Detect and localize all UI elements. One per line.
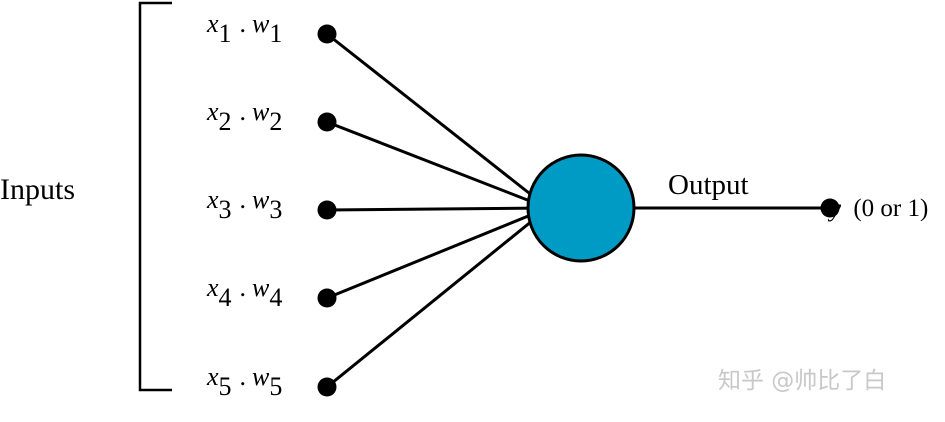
input-x: x (206, 185, 219, 214)
input-node-4 (317, 288, 337, 308)
connection-line-4 (326, 206, 549, 300)
connection-lines (326, 32, 549, 389)
neuron-node (526, 153, 636, 263)
input-x: x (206, 9, 219, 38)
input-w: w (252, 362, 270, 391)
connection-line-5 (326, 206, 549, 389)
input-w-index: 2 (269, 107, 282, 136)
watermark-text: 知乎 @帅比了白 (718, 368, 886, 394)
input-x-index: 4 (219, 283, 232, 312)
input-label-1: x1.w1 (206, 9, 282, 48)
output-value: y (0 or 1) (827, 195, 928, 222)
input-x: x (206, 362, 219, 391)
input-w-index: 5 (269, 372, 282, 401)
input-dot: . (240, 273, 247, 302)
input-node-1 (317, 24, 337, 44)
input-dot: . (240, 362, 247, 391)
input-x: x (206, 273, 219, 302)
input-x-index: 1 (219, 19, 232, 48)
output-node (820, 198, 840, 218)
connection-line-2 (326, 120, 549, 210)
input-label-5: x5.w5 (206, 362, 282, 401)
input-w-index: 4 (269, 283, 282, 312)
connection-line-1 (326, 32, 549, 210)
output-variable: y (827, 195, 842, 222)
input-label-2: x2.w2 (206, 97, 282, 136)
input-dot: . (240, 9, 247, 38)
input-node-5 (317, 377, 337, 397)
input-node-3 (317, 200, 337, 220)
input-w-index: 3 (269, 195, 282, 224)
inputs-label: Inputs (0, 173, 75, 206)
input-label-3: x3.w3 (206, 185, 282, 224)
input-label-4: x4.w4 (206, 273, 282, 312)
output-range: (0 or 1) (853, 195, 928, 222)
input-w: w (252, 97, 270, 126)
input-nodes (317, 24, 337, 397)
input-x-index: 5 (219, 372, 232, 401)
input-w: w (252, 273, 270, 302)
connection-line-3 (326, 206, 549, 212)
input-w: w (252, 9, 270, 38)
inputs-bracket (138, 1, 172, 392)
input-dot: . (240, 185, 247, 214)
input-node-2 (317, 112, 337, 132)
input-w-index: 1 (269, 19, 282, 48)
output-label: Output (668, 169, 749, 201)
input-x: x (206, 97, 219, 126)
input-w: w (252, 185, 270, 214)
input-dot: . (240, 97, 247, 126)
input-x-index: 3 (219, 195, 232, 224)
input-x-index: 2 (219, 107, 232, 136)
